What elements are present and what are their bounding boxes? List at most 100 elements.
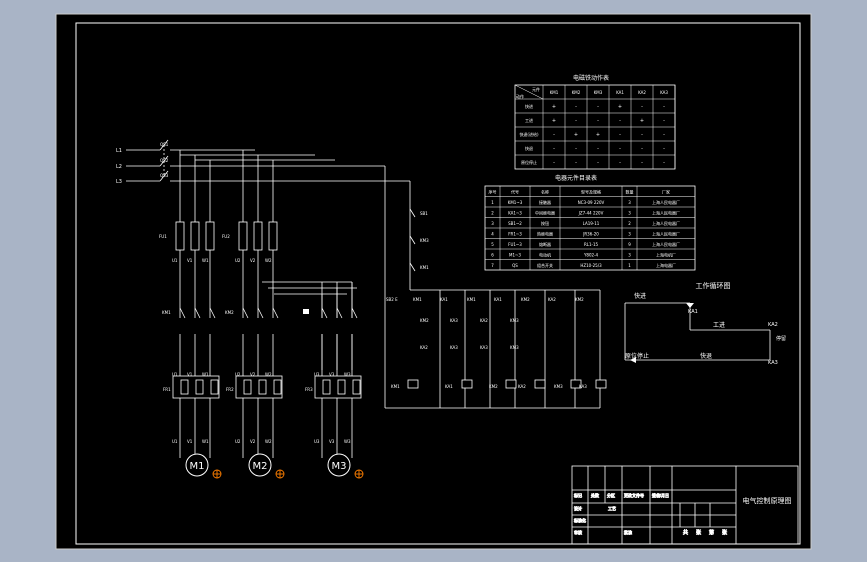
fuse-output-label: U1 <box>172 258 178 263</box>
coil-symbol <box>505 379 517 389</box>
component-table-cell: 接触器 <box>539 199 551 205</box>
contact-gap <box>321 318 323 334</box>
component-table-cell: 上海电机厂 <box>656 252 676 258</box>
control-contact-label: KM1 <box>420 265 429 270</box>
component-table-cell: 上海人民电器厂 <box>652 199 680 205</box>
control-contact <box>409 262 416 272</box>
thermal-element <box>273 379 282 395</box>
component-table-cell: 上海人民电器厂 <box>652 241 680 247</box>
switch-label: QS1 <box>160 142 169 147</box>
thermal-element <box>243 379 252 395</box>
fuse-element <box>253 221 263 251</box>
power-wiring <box>126 139 601 409</box>
coil-label: KA2 <box>518 384 526 389</box>
component-table-cell: FR1~3 <box>508 232 522 237</box>
action-table-row-label: 快退 <box>525 145 533 151</box>
title-block: 电气控制原理图 标记处数分区更改文件号签名年月日设计标准化审核工艺批准共张第张 <box>571 465 799 545</box>
component-table-cell: JZ7-44 220V <box>578 211 604 216</box>
action-table-cell: - <box>619 160 621 166</box>
component-table-cell: FU1~3 <box>508 242 522 247</box>
thermal-element <box>258 379 267 395</box>
contactor-contact <box>179 307 186 319</box>
component-table-cell: JR36-20 <box>582 232 599 237</box>
action-table-title: 电磁铁动作表 <box>573 74 609 82</box>
component-table-cell: 1 <box>491 200 494 205</box>
coil-label: KM3 <box>554 384 563 389</box>
coil-symbol <box>595 379 607 389</box>
motor-label: M1 <box>190 461 205 472</box>
component-table-cell: 9 <box>628 242 631 247</box>
action-table-cell: - <box>553 160 555 166</box>
motor-label: M2 <box>253 461 268 472</box>
component-table-cell: SB1~2 <box>508 221 522 226</box>
action-table-header: KA2 <box>638 90 646 95</box>
cycle-stop: 原位停止 <box>625 352 649 360</box>
top-contact-label: KA1 <box>440 297 448 302</box>
cycle-work-fwd: 工进 <box>713 321 725 329</box>
drawing-sheet <box>55 13 812 550</box>
component-table-cell: 上海人民电器厂 <box>652 210 680 216</box>
component-table-cell: NC3-09 220V <box>578 200 605 205</box>
component-table-cell: 1 <box>628 263 631 268</box>
action-table-cell: - <box>663 104 665 110</box>
fuse-element <box>190 221 200 251</box>
component-table-cell: 按钮 <box>541 220 549 226</box>
terminal-block-icon <box>303 309 309 314</box>
coil-label: KA1 <box>445 384 453 389</box>
cycle-title: 工作循环图 <box>696 281 731 290</box>
thermal-element <box>337 379 346 395</box>
action-table-cell: + <box>640 118 644 124</box>
action-table-cell: - <box>553 146 555 152</box>
title-block-cell: 签名 <box>652 492 660 498</box>
relay-terminal-label: U1 <box>172 372 178 377</box>
fuse-output-label: V2 <box>250 258 256 263</box>
component-table-cell: 3 <box>628 211 631 216</box>
thermal-element <box>195 379 204 395</box>
component-table-cell: 上海人民电器厂 <box>652 220 680 226</box>
mid-contact-label: KA2 <box>480 318 488 323</box>
component-table-header: 名称 <box>541 189 549 195</box>
contactor-contact <box>257 307 264 319</box>
motor-symbol <box>327 453 351 477</box>
contact-gap <box>209 318 211 334</box>
motor-terminal-label: W2 <box>265 439 272 444</box>
component-table-cell: 3 <box>628 253 631 258</box>
drawing-title: 电气控制原理图 <box>743 496 792 505</box>
thermal-element <box>210 379 219 395</box>
motor-terminal-label: W1 <box>202 439 209 444</box>
component-table-cell: KM1~3 <box>508 200 523 205</box>
mid-contact-label: KA3 <box>450 318 458 323</box>
thermal-element <box>352 379 361 395</box>
coil-label: KA3 <box>579 384 587 389</box>
action-table-cell: - <box>575 104 577 110</box>
switch-label: QS3 <box>160 173 169 178</box>
fuse-element <box>205 221 215 251</box>
action-table-cell: + <box>574 132 578 138</box>
action-table-header: KM2 <box>572 90 581 95</box>
fuse-element <box>238 221 248 251</box>
top-contact-label: SB2 E <box>386 297 398 302</box>
top-contact-label: KM1 <box>467 297 476 302</box>
relay-terminal-label: W3 <box>344 372 351 377</box>
contactor-contact <box>209 307 216 319</box>
action-table-row-label: 快进 <box>525 103 533 109</box>
switch-label: QS2 <box>160 158 169 163</box>
component-table-cell: 4 <box>491 232 494 237</box>
action-table-diagonal <box>514 84 544 100</box>
action-table-header: KA3 <box>660 90 668 95</box>
component-table-cell: 电动机 <box>539 252 551 258</box>
action-table-cell: + <box>596 132 600 138</box>
title-block-sheet: 张 <box>696 529 701 536</box>
work-cycle-diagram: 工作循环图 快进 KA1 工进 KA2 停留 快退 KA3 原位停止 <box>624 281 786 366</box>
contact-gap <box>257 318 259 334</box>
contact-gap <box>179 318 181 334</box>
coil-symbol <box>534 379 546 389</box>
relay-label: FR3 <box>305 387 313 392</box>
title-block-cell: 批准 <box>624 529 632 535</box>
cycle-fast-back: 快退 <box>700 352 712 360</box>
contact-gap <box>242 318 244 334</box>
component-table-header: 代号 <box>511 189 519 195</box>
contactor-contact <box>272 307 279 319</box>
action-table-cell: - <box>619 132 621 138</box>
motor-terminal-label: U2 <box>235 439 241 444</box>
